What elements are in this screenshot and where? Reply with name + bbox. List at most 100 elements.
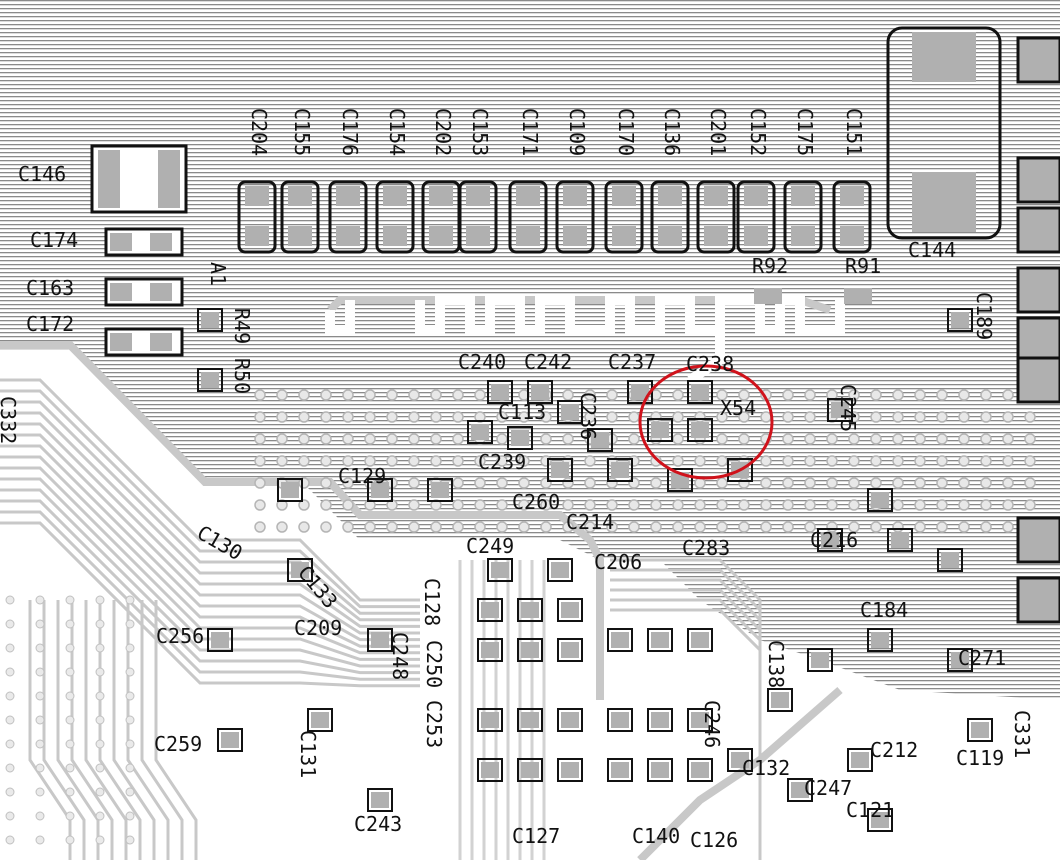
via bbox=[254, 433, 266, 445]
pad bbox=[754, 288, 782, 304]
capacitor-outline bbox=[832, 180, 872, 254]
via bbox=[914, 499, 926, 511]
component-outline bbox=[367, 788, 393, 812]
component-label: C250 bbox=[422, 640, 446, 689]
via bbox=[826, 455, 838, 467]
component-label: C155 bbox=[290, 108, 314, 157]
component-label: C209 bbox=[294, 616, 343, 640]
pad bbox=[651, 762, 669, 778]
via bbox=[35, 739, 45, 749]
via bbox=[980, 521, 992, 533]
pad bbox=[840, 186, 864, 206]
pad bbox=[98, 150, 120, 208]
pad bbox=[611, 762, 629, 778]
pad bbox=[563, 186, 587, 206]
via bbox=[320, 477, 332, 489]
pad bbox=[691, 384, 709, 400]
via bbox=[298, 499, 310, 511]
via bbox=[848, 455, 860, 467]
via bbox=[364, 455, 376, 467]
via bbox=[606, 521, 618, 533]
via bbox=[650, 477, 662, 489]
via bbox=[452, 433, 464, 445]
signal-trace bbox=[70, 600, 114, 860]
component-outline bbox=[307, 708, 333, 732]
via bbox=[518, 521, 530, 533]
via bbox=[496, 411, 508, 423]
via bbox=[980, 389, 992, 401]
via bbox=[254, 389, 266, 401]
via bbox=[95, 691, 105, 701]
pad bbox=[844, 288, 872, 304]
via bbox=[35, 619, 45, 629]
via bbox=[1002, 455, 1014, 467]
pad bbox=[551, 562, 569, 578]
via bbox=[518, 411, 530, 423]
via bbox=[65, 739, 75, 749]
via bbox=[276, 455, 288, 467]
via bbox=[5, 835, 15, 845]
via bbox=[386, 521, 398, 533]
component-outline bbox=[667, 468, 693, 492]
via bbox=[1002, 411, 1014, 423]
pad bbox=[481, 642, 499, 658]
signal-trace bbox=[610, 608, 762, 860]
via bbox=[1002, 521, 1014, 533]
pad-layer bbox=[90, 26, 1060, 832]
via bbox=[298, 433, 310, 445]
via bbox=[958, 433, 970, 445]
pad bbox=[201, 372, 219, 388]
via bbox=[125, 595, 135, 605]
capacitor-outline bbox=[458, 180, 498, 254]
pad bbox=[561, 712, 579, 728]
pad bbox=[429, 226, 453, 246]
pad bbox=[744, 186, 768, 206]
via bbox=[408, 499, 420, 511]
capacitor-outline bbox=[886, 26, 1002, 240]
via bbox=[518, 499, 530, 511]
pad bbox=[481, 712, 499, 728]
via bbox=[914, 455, 926, 467]
via bbox=[716, 455, 728, 467]
via bbox=[95, 739, 105, 749]
component-outline bbox=[727, 458, 753, 482]
via bbox=[540, 455, 552, 467]
via bbox=[848, 389, 860, 401]
via bbox=[870, 521, 882, 533]
pad bbox=[1016, 156, 1060, 204]
via bbox=[408, 389, 420, 401]
component-outline bbox=[607, 758, 633, 782]
via bbox=[870, 411, 882, 423]
via bbox=[254, 455, 266, 467]
via bbox=[5, 739, 15, 749]
via bbox=[892, 455, 904, 467]
pad bbox=[871, 812, 889, 828]
via bbox=[1024, 433, 1036, 445]
via bbox=[936, 521, 948, 533]
via bbox=[452, 477, 464, 489]
via bbox=[848, 433, 860, 445]
via bbox=[716, 411, 728, 423]
pad bbox=[201, 312, 219, 328]
pad bbox=[521, 712, 539, 728]
via bbox=[958, 411, 970, 423]
component-label: R92 bbox=[752, 254, 789, 278]
pad bbox=[471, 424, 489, 440]
via bbox=[958, 477, 970, 489]
via bbox=[628, 477, 640, 489]
signal-trace bbox=[126, 600, 170, 860]
pad bbox=[691, 632, 709, 648]
pad bbox=[651, 632, 669, 648]
component-label: C206 bbox=[594, 550, 643, 574]
capacitor-outline bbox=[736, 180, 776, 254]
via bbox=[562, 499, 574, 511]
via bbox=[298, 455, 310, 467]
pad bbox=[651, 422, 669, 438]
pad bbox=[481, 762, 499, 778]
via bbox=[738, 411, 750, 423]
via bbox=[672, 499, 684, 511]
pad bbox=[561, 602, 579, 618]
via bbox=[628, 433, 640, 445]
component-label: C153 bbox=[468, 108, 492, 157]
component-outline bbox=[527, 380, 553, 404]
